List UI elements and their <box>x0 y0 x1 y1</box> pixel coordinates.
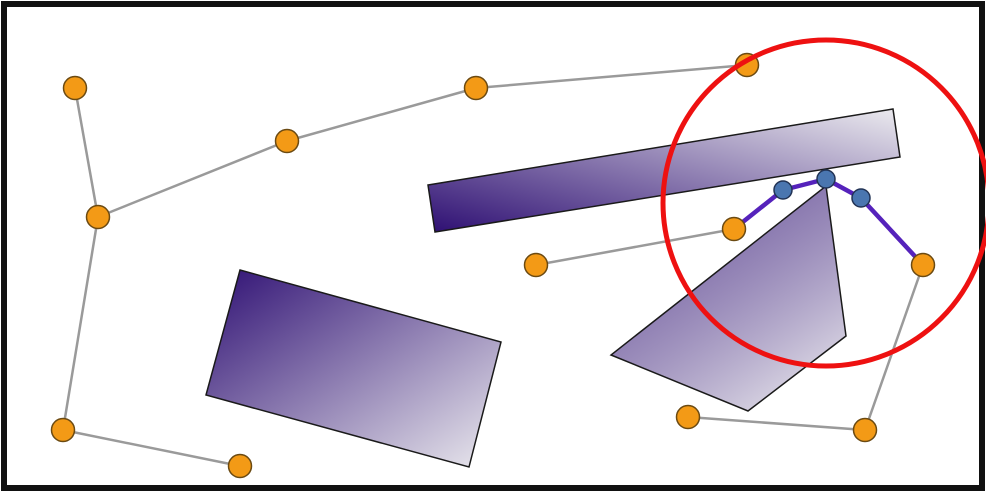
path-edge <box>535 227 735 267</box>
path-node <box>675 404 701 430</box>
path-edge <box>475 63 748 90</box>
obstacle-quadrilateral <box>609 184 847 412</box>
path-edge <box>687 415 866 432</box>
highlight-circle <box>660 37 986 369</box>
global-nodes <box>50 52 936 479</box>
path-edge <box>62 428 241 468</box>
path-node <box>227 453 253 479</box>
path-node <box>274 128 300 154</box>
path-node <box>85 204 111 230</box>
local-node <box>816 169 836 189</box>
path-node <box>910 252 936 278</box>
path-edge <box>73 87 100 218</box>
path-node <box>721 216 747 242</box>
local-nodes <box>773 169 871 208</box>
local-node <box>773 180 793 200</box>
path-edge <box>61 216 100 431</box>
path-node <box>62 75 88 101</box>
path-edge <box>286 86 477 143</box>
path-edge <box>863 264 925 431</box>
path-node <box>852 417 878 443</box>
path-node <box>523 252 549 278</box>
obstacle-rectangle <box>205 269 502 468</box>
path-node <box>463 75 489 101</box>
global-path-edges <box>61 63 925 468</box>
path-edge <box>97 139 288 219</box>
local-node <box>851 188 871 208</box>
path-node <box>50 417 76 443</box>
